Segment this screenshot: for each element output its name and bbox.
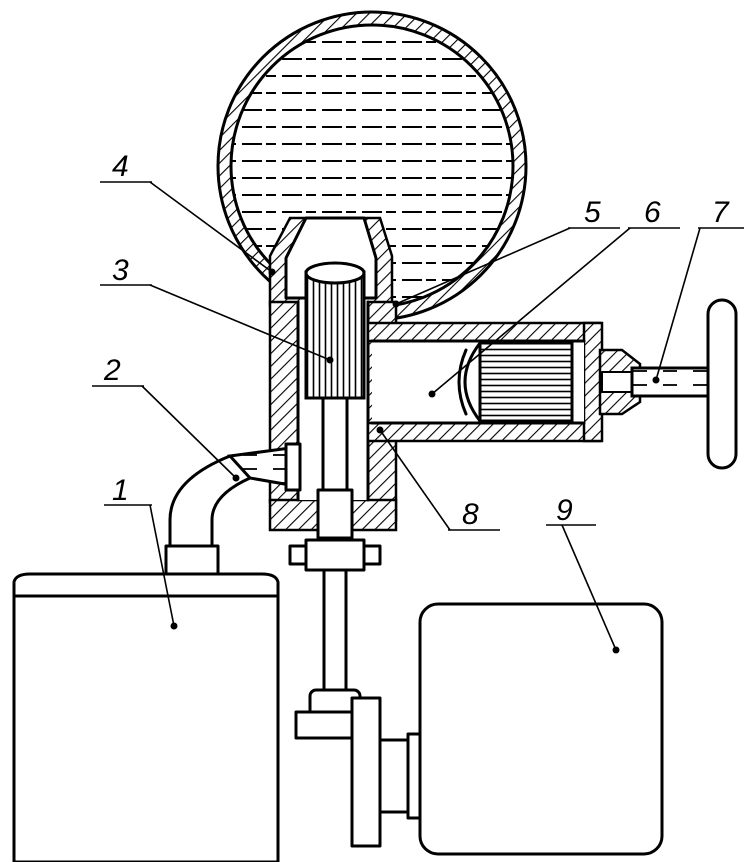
crank-eccentric [294,696,426,848]
callout-9: 9 [556,494,573,527]
callout-2: 2 [103,354,121,387]
callout-6: 6 [644,196,661,229]
leader-dots [170,268,660,654]
plunger [304,261,366,540]
handwheel[interactable] [706,298,738,470]
connecting-rod [288,538,382,732]
callout-3: 3 [112,254,129,287]
callout-8: 8 [462,498,479,531]
callout-1: 1 [112,474,129,507]
electric-motor [418,602,664,856]
leader-lines [92,181,744,651]
oil-tank [12,544,280,862]
side-piston [457,341,574,423]
suction-hose [168,442,302,550]
callout-7: 7 [712,196,730,229]
callout-4: 4 [112,150,129,183]
callout-5: 5 [584,196,601,229]
callout-labels: 1 2 3 4 5 6 7 8 9 [103,150,730,531]
screw-rod [630,366,718,398]
